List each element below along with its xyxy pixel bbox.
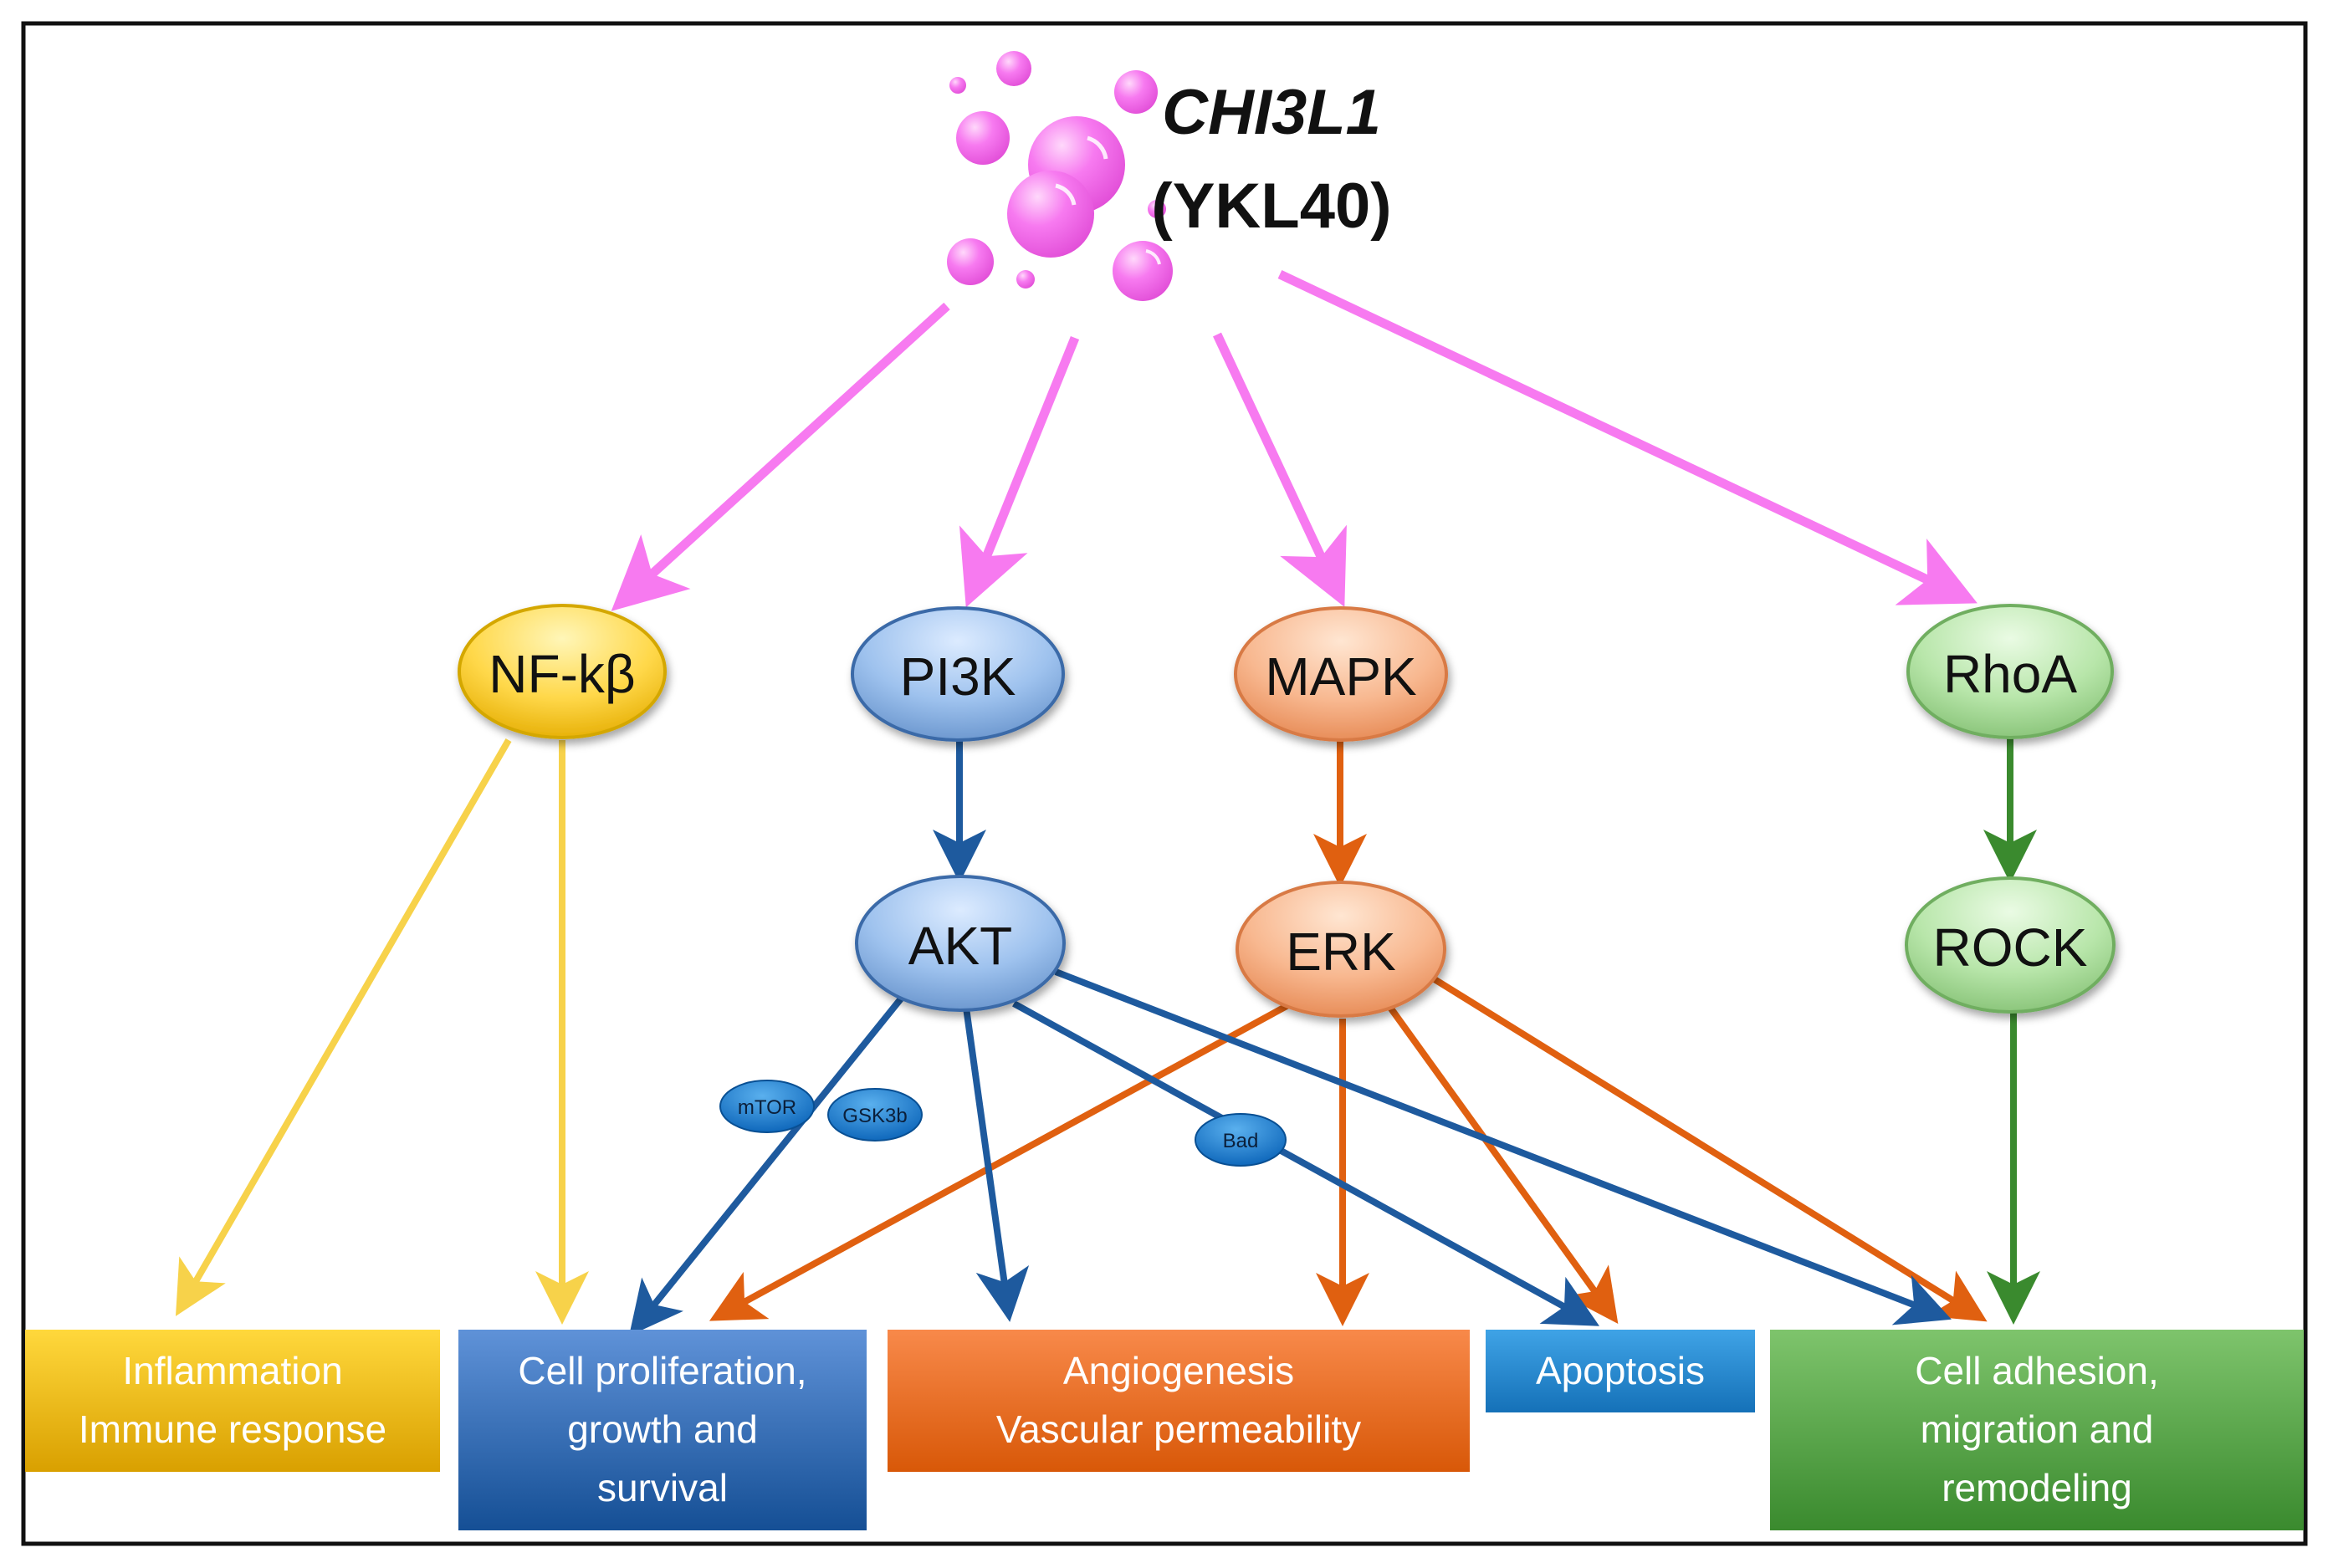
node-rock: ROCK (1905, 876, 2116, 1014)
protein-title: (YKL40) (1151, 171, 1391, 242)
arrow-chi3l1-pi3k (959, 335, 1080, 608)
node-nfkb: NF-kβ (458, 604, 667, 739)
node-akt-label: AKT (908, 916, 1012, 976)
node-mtor-label: mTOR (738, 1096, 796, 1119)
node-nfkb-label: NF-kβ (489, 644, 635, 704)
outcome-adhesion-line1: Cell adhesion, (1915, 1349, 2159, 1392)
node-pi3k: PI3K (851, 606, 1065, 742)
arrow-erk-adhesion (1428, 973, 1988, 1322)
arrow-chi3l1-nfkb (611, 302, 950, 611)
outcome-apoptosis: Apoptosis (1486, 1330, 1755, 1412)
outcome-adhesion-line2: migration and (1921, 1407, 2154, 1451)
arrow-erk-apoptosis (1385, 1003, 1619, 1324)
arrow-akt-apoptosis (1012, 1000, 1600, 1326)
node-mapk: MAPK (1234, 606, 1448, 742)
outcome-angiogenesis-line1: Angiogenesis (1063, 1349, 1294, 1392)
outcome-adhesion: Cell adhesion, migration and remodeling (1770, 1330, 2304, 1530)
node-gsk3b-label: GSK3b (842, 1105, 907, 1127)
outcome-angiogenesis-line2: Vascular permeability (996, 1407, 1361, 1451)
node-akt: AKT (855, 875, 1066, 1012)
node-rhoa-label: RhoA (1943, 644, 2077, 704)
gene-title: CHI3L1 (1162, 77, 1381, 148)
pi3k-arrows (628, 740, 1952, 1336)
outcome-proliferation-line2: growth and (567, 1407, 758, 1451)
node-mapk-label: MAPK (1265, 646, 1416, 707)
arrow-chi3l1-mapk (1213, 332, 1347, 607)
arrow-erk-proliferation (709, 1002, 1290, 1321)
node-bad: Bad (1195, 1113, 1287, 1167)
arrow-akt-angiogenesis (963, 1007, 1030, 1322)
node-mtor: mTOR (719, 1080, 815, 1133)
outcome-proliferation-line3: survival (597, 1466, 728, 1509)
outcome-angiogenesis: Angiogenesis Vascular permeability (888, 1330, 1470, 1472)
node-pi3k-label: PI3K (900, 646, 1016, 707)
rhoa-arrows (1983, 738, 2040, 1325)
arrow-akt-proliferation (628, 991, 908, 1336)
outcome-inflammation-line2: Immune response (79, 1407, 386, 1451)
arrow-chi3l1-rhoa (1277, 270, 1978, 605)
chi3l1-bubbles-icon (947, 51, 1173, 301)
nfkb-arrows (175, 738, 589, 1325)
node-bad-label: Bad (1223, 1130, 1259, 1152)
outcome-inflammation-line1: Inflammation (122, 1349, 342, 1392)
node-gsk3b: GSK3b (827, 1088, 923, 1142)
chi3l1-arrows (611, 270, 1978, 611)
arrow-akt-adhesion (1054, 968, 1952, 1325)
node-rock-label: ROCK (1933, 917, 2088, 978)
arrow-nfkb-inflammation (175, 738, 512, 1316)
outcome-proliferation-line1: Cell proliferation, (518, 1349, 806, 1392)
outcome-proliferation: Cell proliferation, growth and survival (458, 1330, 867, 1530)
node-rhoa: RhoA (1906, 604, 2114, 739)
node-erk: ERK (1236, 881, 1446, 1018)
mapk-arrows (709, 740, 1988, 1326)
outcome-inflammation: Inflammation Immune response (25, 1330, 440, 1472)
outcome-apoptosis-label: Apoptosis (1536, 1349, 1705, 1392)
node-erk-label: ERK (1286, 922, 1396, 982)
outcome-adhesion-line3: remodeling (1942, 1466, 2132, 1509)
